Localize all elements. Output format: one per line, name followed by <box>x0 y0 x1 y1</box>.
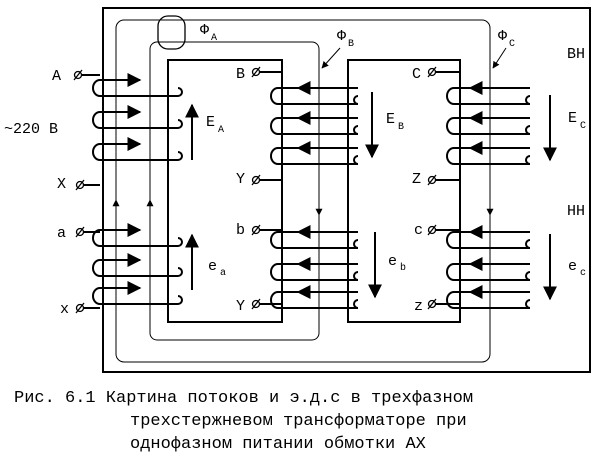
label-b: b <box>236 222 245 239</box>
label-voltage: ~220 В <box>4 121 58 138</box>
flux-phi-a-ring <box>157 15 186 50</box>
label-EA: E <box>206 114 215 131</box>
windings <box>82 71 531 309</box>
coil-c-loop-0 <box>446 231 531 249</box>
coil-A3 <box>92 143 183 161</box>
label-Y-upper: Y <box>236 171 245 188</box>
label-phi-b-sub: B <box>348 39 354 50</box>
label-eb-sub: b <box>400 262 406 274</box>
label-phi-a: Φ <box>200 22 209 39</box>
label-BH: ВН <box>567 46 585 63</box>
flux-path-inner <box>149 41 320 341</box>
terminal-c-slash <box>427 224 437 236</box>
label-EB-sub: B <box>398 122 404 133</box>
terminal-X-slash <box>75 179 85 191</box>
coil-b-loop-0 <box>270 231 359 249</box>
label-Y-lower: Y <box>236 298 245 315</box>
coil-a2 <box>92 259 183 277</box>
label-phi-a-sub: A <box>211 33 217 44</box>
terminal-A-slash <box>73 69 83 81</box>
terminal-Z-slash <box>427 174 437 186</box>
coil-A2 <box>92 111 183 129</box>
label-phi-c-sub: C <box>509 39 515 50</box>
label-HH: НН <box>567 203 585 220</box>
coil-b-loop-2 <box>270 291 359 309</box>
coil-B-loop-2 <box>270 147 359 165</box>
terminal-Y-upper-slash <box>251 174 261 186</box>
label-Z: Z <box>412 171 421 188</box>
terminal-z-slash <box>427 298 437 310</box>
terminal-Y-lower-slash <box>251 298 261 310</box>
coil-A1 <box>92 79 183 97</box>
label-phi-b: Φ <box>337 28 346 45</box>
terminal-B-slash <box>251 66 261 78</box>
coil-C-loop-2 <box>446 147 531 165</box>
caption-line-3: однофазном питании обмотки АХ <box>130 435 426 454</box>
core-window-left <box>167 59 283 323</box>
label-ea: e <box>208 258 217 275</box>
label-eb: e <box>388 253 397 270</box>
coil-c-loop-2 <box>446 291 531 309</box>
coil-b-loop-1 <box>270 263 359 281</box>
label-x: x <box>60 301 69 318</box>
terminal-b-slash <box>251 224 261 236</box>
label-phi-c: Φ <box>498 28 507 45</box>
label-ea-sub: a <box>220 268 226 279</box>
terminal-C-slash <box>427 66 437 78</box>
label-c: c <box>414 222 423 239</box>
label-B: B <box>236 66 245 83</box>
label-ec: e <box>568 258 577 275</box>
label-X: X <box>57 176 66 193</box>
coil-B-loop-0 <box>270 87 359 105</box>
coil-B-loop-1 <box>270 117 359 135</box>
coil-C-loop-1 <box>446 117 531 135</box>
label-a: a <box>57 225 66 242</box>
phi-b-pointer <box>321 47 341 69</box>
label-EA-sub: A <box>218 125 224 136</box>
label-ec-sub: c <box>580 268 586 279</box>
coil-c-loop-1 <box>446 263 531 281</box>
coil-C-loop-0 <box>446 87 531 105</box>
core-outer <box>102 7 591 373</box>
terminal-a-slash <box>75 226 85 238</box>
label-z: z <box>414 298 423 315</box>
core-window-right <box>347 59 461 323</box>
caption-line-1: Рис. 6.1 Картина потоков и э.д.с в трехф… <box>14 389 473 408</box>
label-EB: E <box>386 111 395 128</box>
terminals <box>73 66 437 314</box>
label-EC-sub: C <box>580 121 586 132</box>
coil-a3 <box>92 287 183 305</box>
label-A: A <box>52 68 61 85</box>
label-EC: E <box>568 110 577 127</box>
terminal-x-slash <box>75 302 85 314</box>
phi-c-pointer <box>492 47 507 69</box>
caption-line-2: трехстержневом трансформаторе при <box>130 412 467 431</box>
label-C: C <box>412 66 421 83</box>
